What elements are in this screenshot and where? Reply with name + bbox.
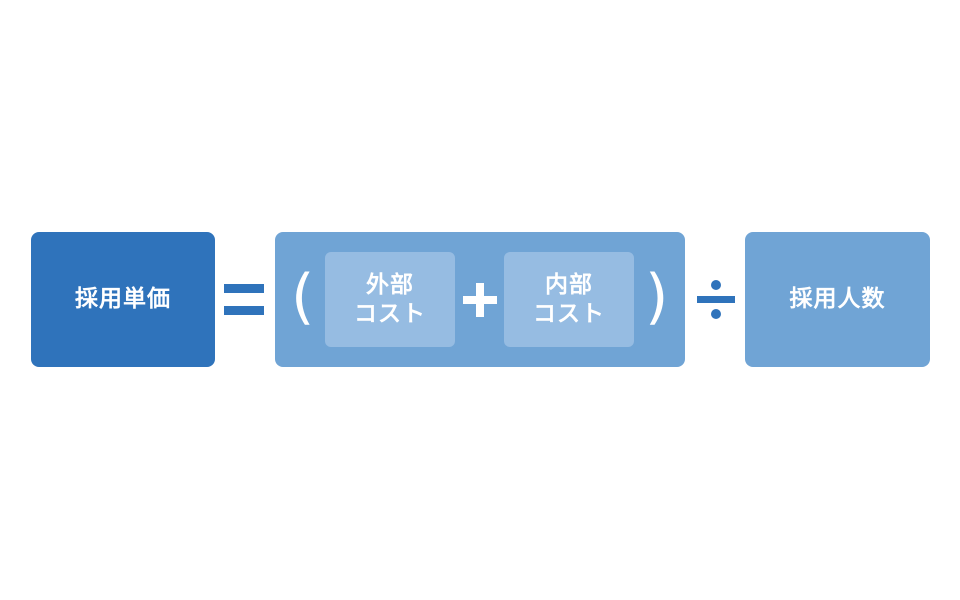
division-sign bbox=[697, 280, 735, 320]
equals-sign bbox=[224, 284, 264, 315]
external-cost-label: 外部 コスト bbox=[354, 271, 426, 327]
close-parenthesis: ) bbox=[645, 262, 669, 332]
external-cost-box: 外部 コスト bbox=[325, 252, 455, 347]
hire-count-box: 採用人数 bbox=[745, 232, 930, 367]
hire-count-label: 採用人数 bbox=[789, 286, 886, 313]
internal-cost-box: 内部 コスト bbox=[504, 252, 634, 347]
unit-cost-box: 採用単価 bbox=[31, 232, 215, 367]
internal-cost-label: 内部 コスト bbox=[533, 271, 605, 327]
plus-sign bbox=[463, 283, 497, 317]
open-parenthesis: ( bbox=[291, 262, 315, 332]
unit-cost-label: 採用単価 bbox=[75, 286, 171, 313]
